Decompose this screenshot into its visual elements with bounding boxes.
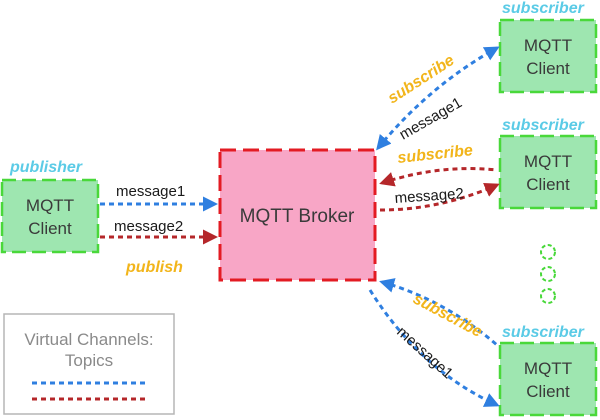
subscriber-1-role-label: subscriber	[502, 0, 585, 17]
subscriber-2-message2-label: message2	[394, 185, 464, 207]
subscriber-3-subscribe-label: subscribe	[410, 291, 485, 342]
legend-box	[3, 313, 175, 415]
subscriber-3-client-line1: MQTT	[524, 359, 572, 378]
ellipsis-dot-1	[540, 244, 556, 260]
subscriber-3-client-line2: Client	[526, 382, 570, 401]
subscriber-2-role-label: subscriber	[502, 117, 585, 134]
subscriber-1-client-line1: MQTT	[524, 36, 572, 55]
publish-message2-label: message2	[114, 218, 183, 235]
subscriber-2-client-line2: Client	[526, 175, 570, 194]
subscriber-3-message1-arrow	[368, 289, 500, 407]
ellipsis-dot-3	[540, 288, 556, 304]
publisher-client-line1: MQTT	[26, 196, 74, 215]
subscriber-3-message1-label: message1	[393, 323, 456, 382]
subscriber-2-client-line1: MQTT	[524, 152, 572, 171]
subscriber-2-subscribe-label: subscribe	[397, 142, 474, 167]
subscriber-1-client-box	[498, 18, 598, 94]
broker-box	[218, 148, 377, 282]
broker-label: MQTT Broker	[240, 206, 355, 227]
subscriber-2-client-box	[498, 134, 598, 210]
legend-title-line2: Topics	[65, 351, 113, 370]
legend-title-line1: Virtual Channels:	[24, 330, 153, 349]
subscriber-3-role-label: subscriber	[502, 324, 585, 341]
publish-label: publish	[125, 259, 183, 276]
publish-message1-label: message1	[116, 183, 185, 200]
publisher-client-box	[0, 178, 100, 254]
subscriber-2-message2-arrow	[379, 182, 500, 212]
subscriber-2-subscribe-arrow	[379, 167, 498, 187]
subscriber-1-message1-label: message1	[397, 94, 465, 143]
subscriber-3-client-box	[498, 341, 598, 417]
publisher-role-label: publisher	[9, 159, 83, 176]
subscriber-1-client-line2: Client	[526, 59, 570, 78]
ellipsis-dot-2	[540, 266, 556, 282]
publisher-client-line2: Client	[28, 219, 72, 238]
subscriber-1-subscribe-arrow	[376, 46, 500, 151]
subscriber-3-subscribe-arrow	[379, 278, 498, 347]
